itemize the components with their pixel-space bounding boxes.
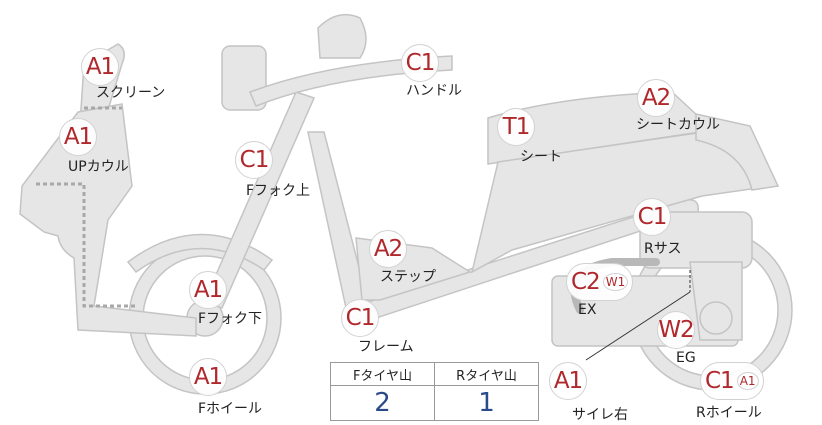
fork-lower-label: Fフォク下 <box>198 311 263 327</box>
muffler-right-condition-code: A1 <box>553 367 583 394</box>
handle-condition-badge: C1 <box>401 44 439 82</box>
muffler-right-condition-badge: A1 <box>549 362 587 400</box>
seatcowl-label: シートカウル <box>636 117 720 133</box>
seatcowl-condition-badge: A2 <box>637 79 675 117</box>
fork-lower-condition-badge: A1 <box>189 271 227 309</box>
fork-upper-condition-badge: C1 <box>235 141 273 179</box>
front-tire-tread-header: Fタイヤ山 <box>330 362 435 386</box>
cut-line-cowl <box>36 182 136 308</box>
eg-condition-badge: W2 <box>657 311 695 349</box>
screen-condition-badge: A1 <box>81 48 119 86</box>
upcowl-label: UPカウル <box>68 159 129 175</box>
rear-hub <box>699 301 733 335</box>
handle-condition-code: C1 <box>405 49 436 76</box>
seat-cowl-tail <box>695 113 780 191</box>
eg-label: EG <box>676 350 696 366</box>
frame-condition-code: C1 <box>345 304 376 331</box>
rwheel-label: Rホイール <box>696 405 762 421</box>
fwheel-condition-badge: A1 <box>189 358 227 396</box>
tire-tread-table: Fタイヤ山 Rタイヤ山 2 1 <box>330 362 539 421</box>
ex-label: EX <box>578 302 597 318</box>
handle-label: ハンドル <box>406 83 462 99</box>
upper-cowl <box>19 103 197 337</box>
mirror <box>317 13 367 59</box>
rsus-condition-badge: C1 <box>633 198 671 236</box>
front-fork <box>202 91 316 309</box>
seat-condition-code: T1 <box>502 113 531 140</box>
rsus-label: Rサス <box>644 241 682 257</box>
rear-tire-tread-value: 1 <box>434 385 539 421</box>
upcowl-condition-badge: A1 <box>59 118 97 156</box>
seat-condition-badge: T1 <box>497 108 535 146</box>
step-label: ステップ <box>380 269 436 285</box>
eg-condition-code: W2 <box>658 316 694 343</box>
rwheel-condition-code: C1 <box>705 367 735 394</box>
fork-upper-label: Fフォク上 <box>246 183 311 199</box>
seat-label: シート <box>520 149 562 165</box>
screen-condition-code: A1 <box>85 53 115 80</box>
rsus-condition-code: C1 <box>637 203 668 230</box>
fork-upper-condition-code: C1 <box>239 146 270 173</box>
fwheel-condition-code: A1 <box>193 363 223 390</box>
front-tire-tread-value: 2 <box>330 385 435 421</box>
muffler-right-label: サイレ右 <box>572 407 628 423</box>
leader-muffler <box>585 291 691 361</box>
fork-lower-condition-code: A1 <box>193 276 223 303</box>
ex-condition-code: C2 <box>571 268 601 295</box>
step-condition-code: A2 <box>373 235 403 262</box>
rear-tire-tread-header: Rタイヤ山 <box>434 362 539 386</box>
fwheel-label: Fホイール <box>198 401 263 417</box>
step-condition-badge: A2 <box>369 230 407 268</box>
frame-label: フレーム <box>358 339 414 355</box>
rwheel-secondary-code: A1 <box>736 372 759 390</box>
frame-condition-badge: C1 <box>341 299 379 337</box>
upcowl-condition-code: A1 <box>63 123 93 150</box>
ex-secondary-code: W1 <box>602 273 629 291</box>
screen-label: スクリーン <box>96 85 166 101</box>
seatcowl-condition-code: A2 <box>641 84 671 111</box>
